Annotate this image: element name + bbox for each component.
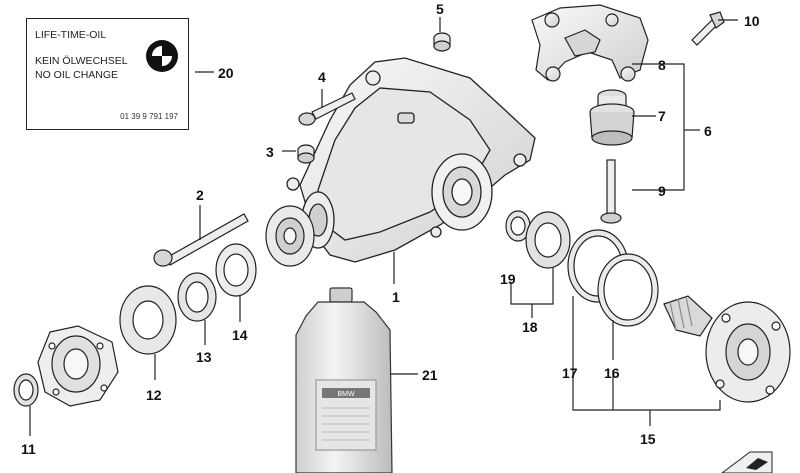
diagram-arrow-icon	[721, 451, 773, 473]
seal-ring-13	[177, 272, 217, 322]
cover-12	[119, 285, 177, 355]
mount-bolt	[600, 159, 622, 224]
rubber-mount	[589, 89, 635, 146]
input-flange	[37, 325, 119, 407]
shaft-seal-14	[215, 243, 257, 297]
callout-3: 3	[266, 144, 274, 160]
callout-14: 14	[232, 327, 248, 343]
callout-4: 4	[318, 69, 326, 85]
label-part-code: 01 39 9 791 197	[120, 112, 178, 121]
label-line-2: KEIN ÖLWECHSEL	[35, 55, 128, 67]
bolt-4	[298, 92, 356, 126]
callout-19: 19	[500, 271, 516, 287]
callout-5: 5	[436, 1, 444, 17]
oil-bottle: BMW	[295, 287, 393, 473]
callout-17: 17	[562, 365, 578, 381]
callout-12: 12	[146, 387, 162, 403]
label-line-3: NO OIL CHANGE	[35, 69, 119, 81]
nut-3	[297, 144, 315, 164]
shim-ring-16	[597, 253, 659, 327]
callout-13: 13	[196, 349, 212, 365]
differential-housing	[286, 57, 536, 263]
callout-21: 21	[422, 367, 438, 383]
oil-label-sticker: LIFE-TIME-OIL KEIN ÖLWECHSEL NO OIL CHAN…	[26, 18, 189, 130]
callout-7: 7	[658, 108, 666, 124]
callout-15: 15	[640, 431, 656, 447]
output-flange	[265, 205, 315, 267]
callout-8: 8	[658, 57, 666, 73]
rubber-mount-bracket	[531, 4, 649, 82]
radial-seal-18	[525, 211, 571, 269]
leader-lines	[29, 17, 738, 436]
callout-9: 9	[658, 183, 666, 199]
o-ring-19	[505, 210, 531, 242]
callout-10: 10	[744, 13, 760, 29]
callout-1: 1	[392, 289, 400, 305]
bottle-brand-text: BMW	[337, 391, 355, 398]
callout-6: 6	[704, 123, 712, 139]
callout-16: 16	[604, 365, 620, 381]
output-shaft-15	[663, 295, 791, 403]
label-line-1: LIFE-TIME-OIL	[35, 29, 107, 41]
circlip-11	[13, 373, 39, 407]
bolt-2	[153, 213, 249, 267]
callout-2: 2	[196, 187, 204, 203]
bolt-10	[691, 11, 725, 46]
nut-5	[433, 32, 451, 52]
callout-20: 20	[218, 65, 234, 81]
callout-18: 18	[522, 319, 538, 335]
callout-11: 11	[21, 441, 36, 457]
callout-numbers: 1 2 3 4 5 6 7 8 9 10 11 12 13 14 15 16 1…	[21, 1, 760, 457]
bmw-logo-icon	[146, 40, 178, 72]
